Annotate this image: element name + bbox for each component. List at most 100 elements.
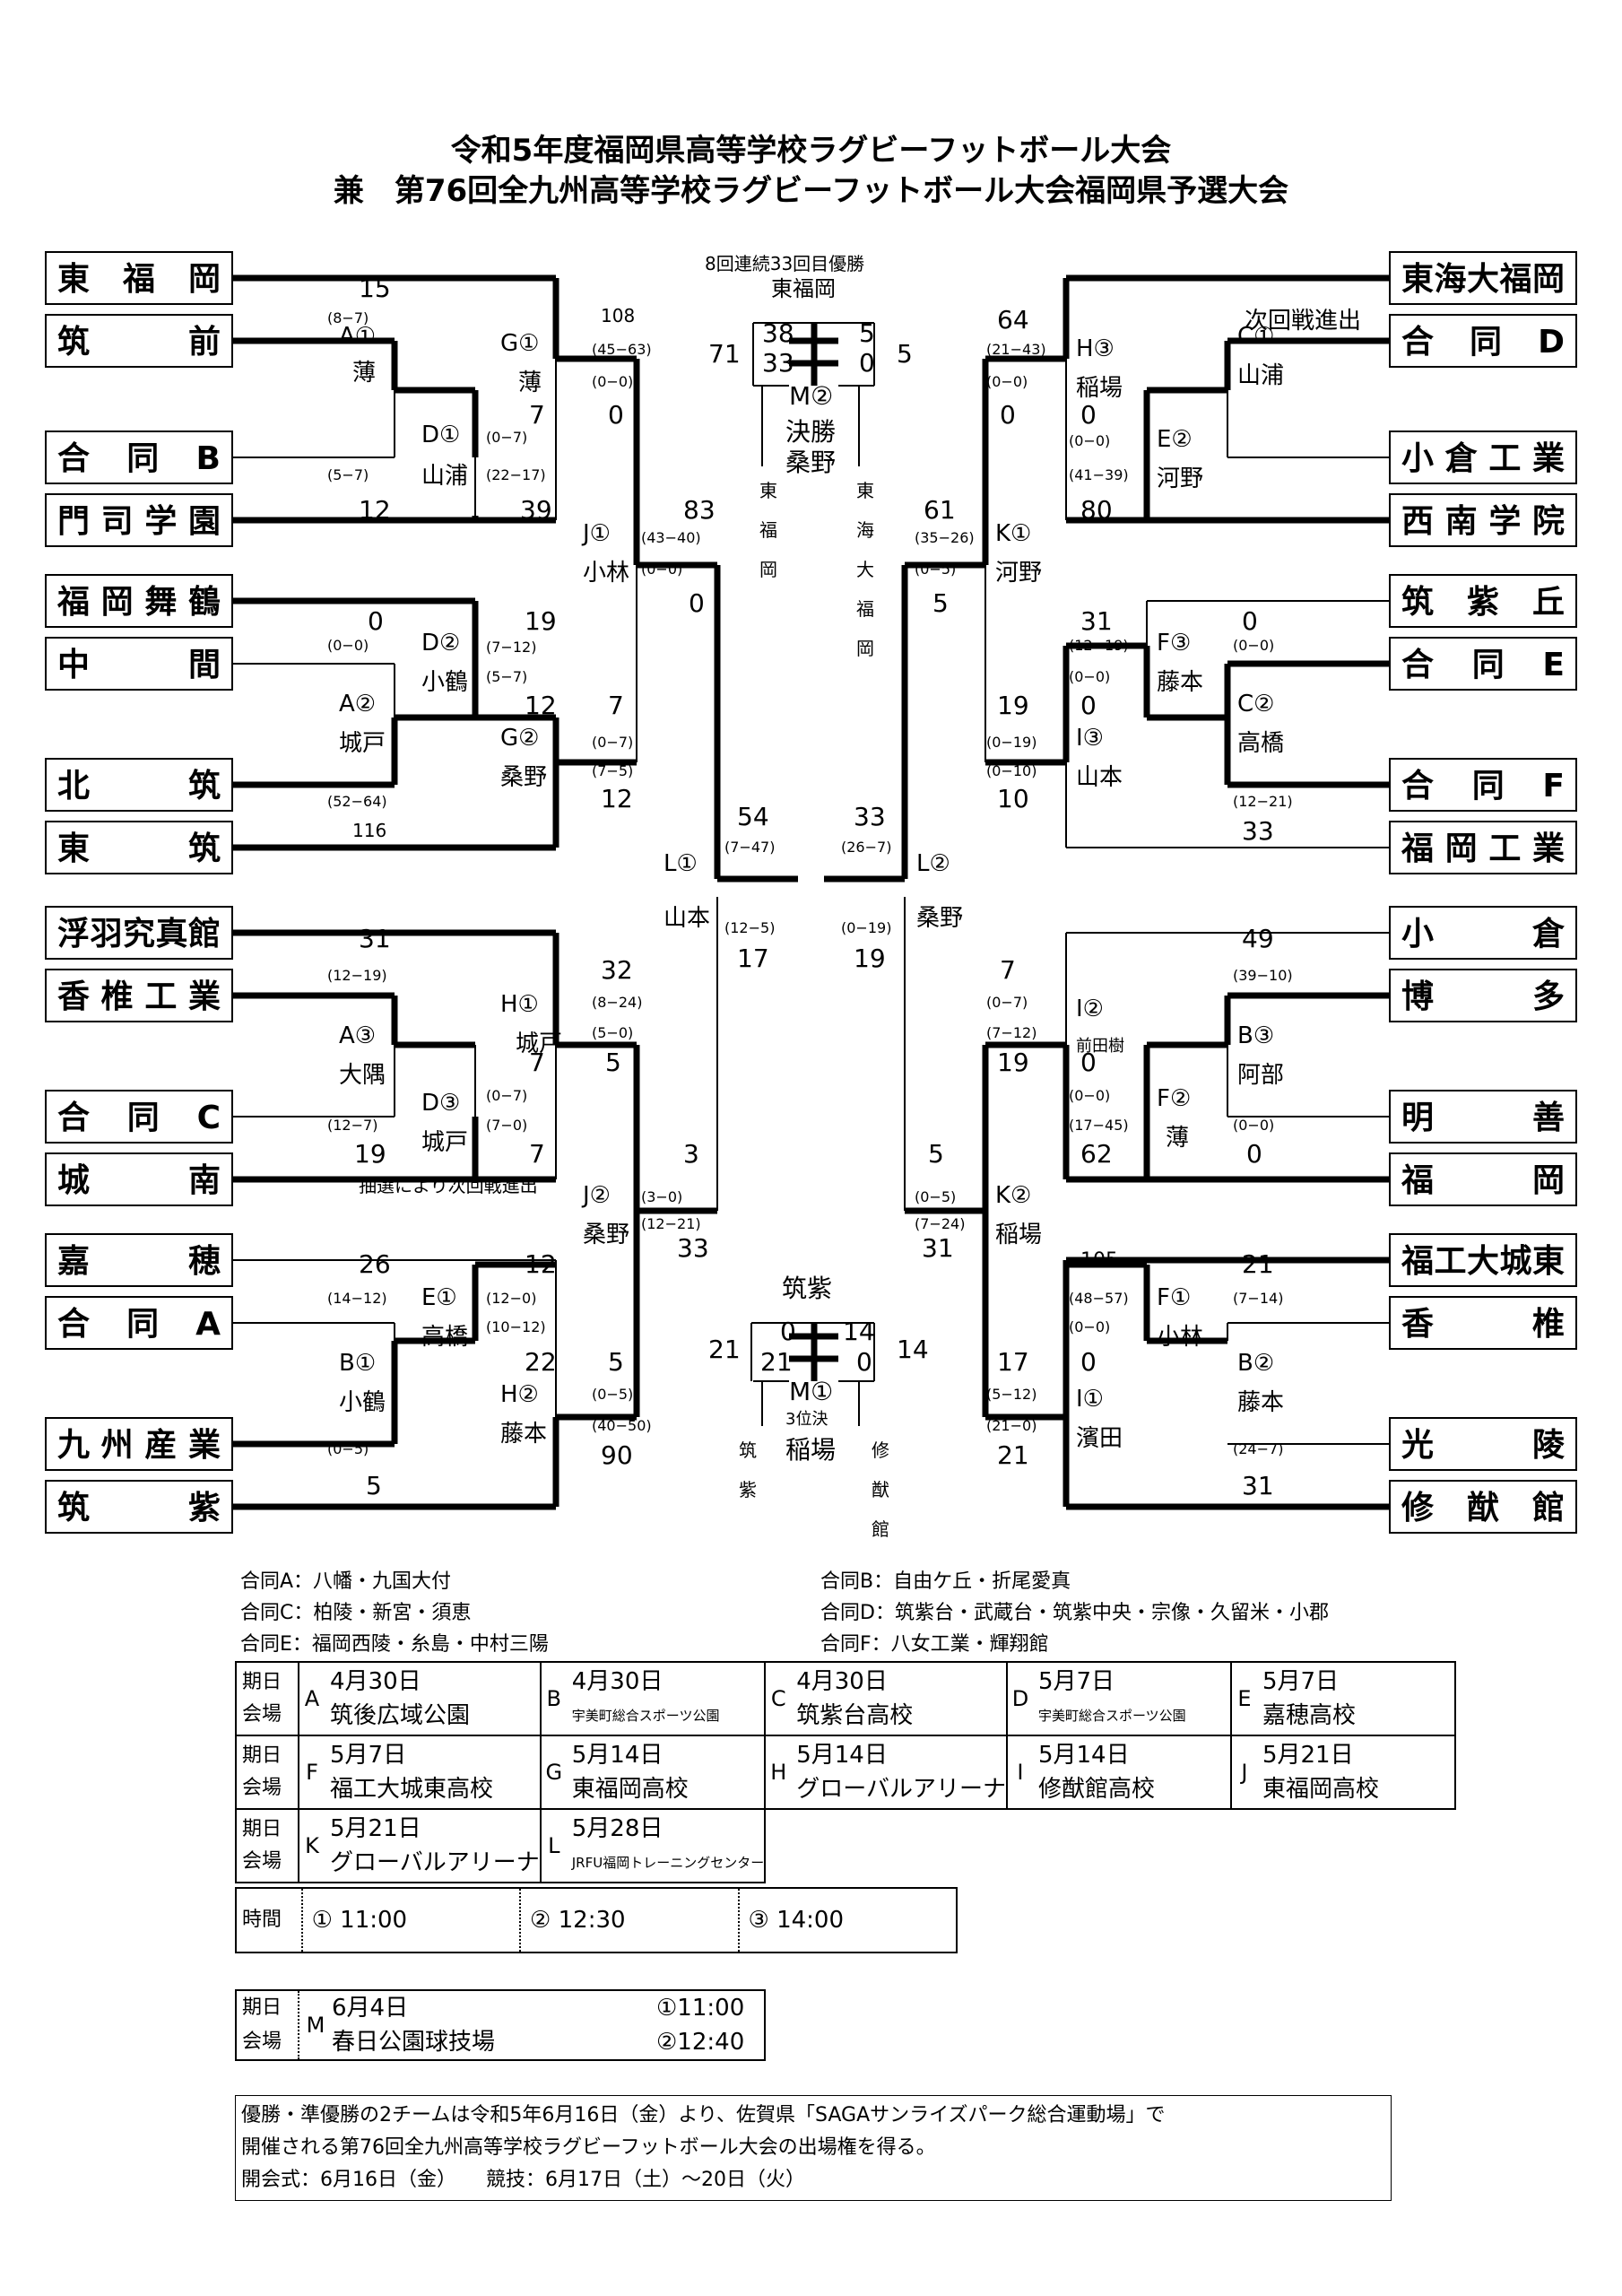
- score: 33: [854, 802, 886, 831]
- half-score: (7−47): [724, 839, 776, 856]
- score: 5: [928, 1139, 944, 1169]
- referee-D2: 小鶴: [421, 669, 469, 696]
- match-E2: E②: [1157, 426, 1193, 453]
- half-score: (48−57): [1069, 1290, 1129, 1307]
- score: 7: [1000, 955, 1016, 985]
- third-2nd-left: 21: [760, 1347, 793, 1377]
- score: 26: [359, 1249, 391, 1279]
- referee-G1: 薄: [518, 370, 542, 396]
- half-score: (0−0): [1069, 432, 1111, 449]
- match-G1: G①: [500, 330, 540, 357]
- team-right: 西南学院: [1389, 493, 1577, 547]
- referee-H3: 稲場: [1076, 375, 1123, 402]
- referee-A2: 城戸: [339, 730, 386, 757]
- schedule-head: 期日会場: [235, 1808, 299, 1883]
- half-score: (7−14): [1233, 1290, 1284, 1307]
- match-F2: F②: [1157, 1085, 1192, 1112]
- referee-I1: 濱田: [1076, 1425, 1123, 1452]
- match-F1: F①: [1157, 1284, 1192, 1311]
- team-left: 福岡舞鶴: [45, 574, 233, 628]
- match-H3: H③: [1076, 335, 1115, 362]
- joint-A: 合同A：八幡・九国大付: [240, 1570, 452, 1593]
- score: 0: [1242, 606, 1258, 636]
- match-H2: H②: [500, 1381, 539, 1408]
- third-right-team: 修猷館: [870, 1431, 891, 1549]
- joint-D: 合同D：筑紫台・武蔵台・筑紫中央・宗像・久留米・小郡: [820, 1602, 1329, 1624]
- char: 館: [872, 1518, 889, 1540]
- score: 17: [997, 1347, 1029, 1377]
- referee-H1: 城戸: [516, 1031, 563, 1057]
- half-score: (52−64): [327, 793, 387, 810]
- score: 5: [605, 1048, 621, 1077]
- referee-J2: 桑野: [583, 1222, 630, 1248]
- final-1st-right: 5: [859, 318, 875, 348]
- bracket-lines: [233, 274, 1389, 1510]
- team-right: 修猷館: [1389, 1480, 1577, 1534]
- score: 12: [525, 691, 557, 720]
- half-score: (0−0): [641, 561, 683, 578]
- m-letter: M: [306, 2013, 325, 2038]
- score: 22: [525, 1347, 557, 1377]
- score: 3: [683, 1139, 699, 1169]
- referee-F3: 藤本: [1157, 669, 1204, 696]
- score: 0: [1080, 691, 1097, 720]
- half-score: (0−0): [592, 373, 634, 390]
- joint-F: 合同F：八女工業・輝翔館: [820, 1633, 1049, 1656]
- char: 福: [759, 519, 777, 541]
- score: 0: [368, 606, 384, 636]
- score: 83: [683, 495, 716, 525]
- title-line-1: 令和5年度福岡県高等学校ラグビーフットボール大会: [450, 133, 1172, 169]
- char: 筑: [739, 1439, 757, 1461]
- score: 19: [354, 1139, 386, 1169]
- score: 90: [601, 1440, 633, 1470]
- final-referee: 桑野: [785, 448, 837, 477]
- team-left: 中間: [45, 637, 233, 691]
- half-score: (5−0): [592, 1024, 634, 1041]
- final-champion-note: 8回連続33回目優勝: [705, 253, 865, 274]
- score: 32: [601, 955, 633, 985]
- third-winner: 筑紫: [782, 1274, 833, 1303]
- half-score: (12−21): [641, 1215, 701, 1232]
- score: 5: [932, 588, 949, 618]
- match-D2: D②: [421, 630, 461, 657]
- half-score: (3−0): [641, 1188, 683, 1205]
- half-score: (7−24): [915, 1215, 966, 1232]
- schedule-head: 期日会場: [235, 1661, 299, 1736]
- team-right: 小倉工業: [1389, 430, 1577, 484]
- half-score: (21−0): [986, 1417, 1037, 1434]
- referee-C2: 高橋: [1237, 730, 1285, 757]
- half-score: (12−0): [486, 1290, 537, 1307]
- referee-I2: 前田樹: [1076, 1037, 1124, 1056]
- half-score: (5−7): [486, 668, 528, 685]
- time-slot: ③ 14:00: [748, 1907, 845, 1934]
- team-right: 博多: [1389, 969, 1577, 1022]
- match-A2: A②: [339, 691, 377, 718]
- char: 修: [872, 1439, 889, 1461]
- score: 19: [997, 1048, 1029, 1077]
- team-left: 嘉穂: [45, 1233, 233, 1287]
- score: 10: [997, 784, 1029, 813]
- team-left: 東筑: [45, 821, 233, 874]
- match-L2: L②: [916, 850, 950, 877]
- char: 東: [856, 480, 874, 501]
- team-right: 筑紫丘: [1389, 574, 1577, 628]
- half-score: (0−5): [915, 561, 957, 578]
- char: 紫: [739, 1479, 757, 1500]
- score: 31: [1080, 606, 1113, 636]
- final-2nd-left: 33: [762, 348, 794, 378]
- match-B3: B③: [1237, 1022, 1275, 1049]
- score: 0: [1080, 1347, 1097, 1377]
- match-B2: B②: [1237, 1350, 1275, 1377]
- score: 7: [529, 400, 545, 430]
- final-schedule: 期日 会場 M 6月4日 春日公園球技場 ①11:00 ②12:40: [235, 1989, 766, 2061]
- score: 21: [1242, 1249, 1274, 1279]
- half-score: (22−17): [486, 466, 546, 483]
- referee-A1: 薄: [352, 360, 377, 387]
